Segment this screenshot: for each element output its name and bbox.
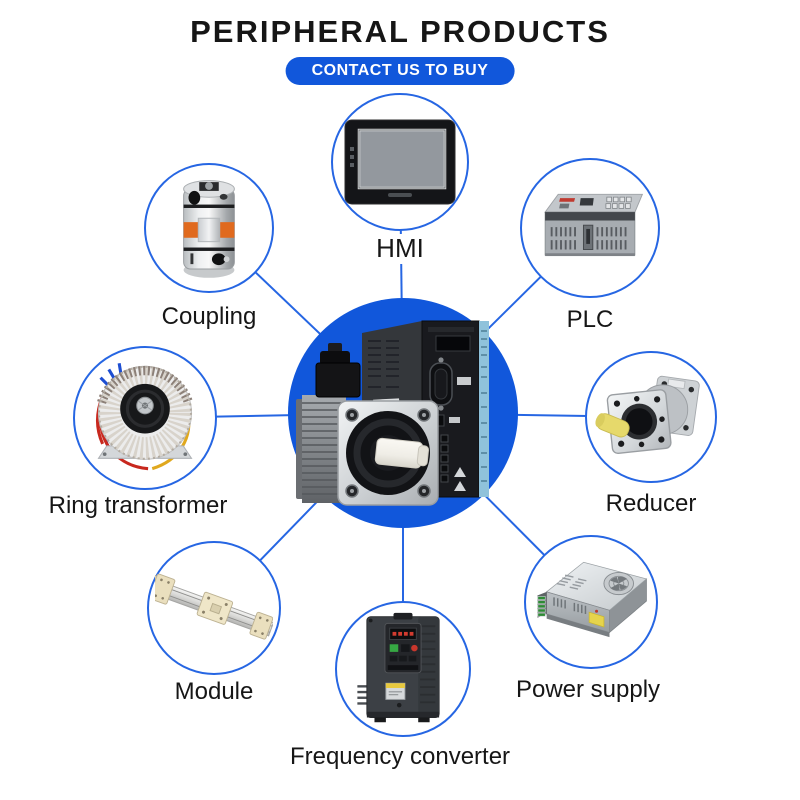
product-module <box>147 541 281 675</box>
label-ring-transformer: Ring transformer <box>43 492 233 520</box>
planetary-reducer-icon <box>595 375 700 455</box>
label-plc: PLC <box>561 306 619 334</box>
product-coupling <box>144 163 274 293</box>
switching-power-supply-icon <box>537 561 648 638</box>
label-frequency-converter: Frequency converter <box>284 743 516 771</box>
servo-motor-and-driver-icon <box>296 320 489 506</box>
label-module: Module <box>169 678 259 706</box>
product-hmi <box>331 93 469 231</box>
frequency-converter-icon <box>357 612 440 723</box>
toroidal-transformer-icon <box>96 362 193 471</box>
product-power-supply <box>524 535 658 669</box>
label-power-supply: Power supply <box>510 676 666 704</box>
page-title: PERIPHERAL PRODUCTS <box>190 14 610 49</box>
center-hub <box>288 298 518 528</box>
product-reducer <box>585 351 717 483</box>
hmi-touch-panel-icon <box>344 119 456 205</box>
label-hmi: HMI <box>371 233 429 264</box>
linear-module-icon <box>155 573 273 640</box>
label-reducer: Reducer <box>600 490 702 518</box>
plc-controller-icon <box>544 193 644 257</box>
product-frequency-converter <box>335 601 471 737</box>
contact-us-button[interactable]: CONTACT US TO BUY <box>285 57 515 85</box>
product-plc <box>520 158 660 298</box>
product-ring-transformer <box>73 346 217 490</box>
jaw-coupling-icon <box>183 180 235 278</box>
label-coupling: Coupling <box>156 303 262 331</box>
